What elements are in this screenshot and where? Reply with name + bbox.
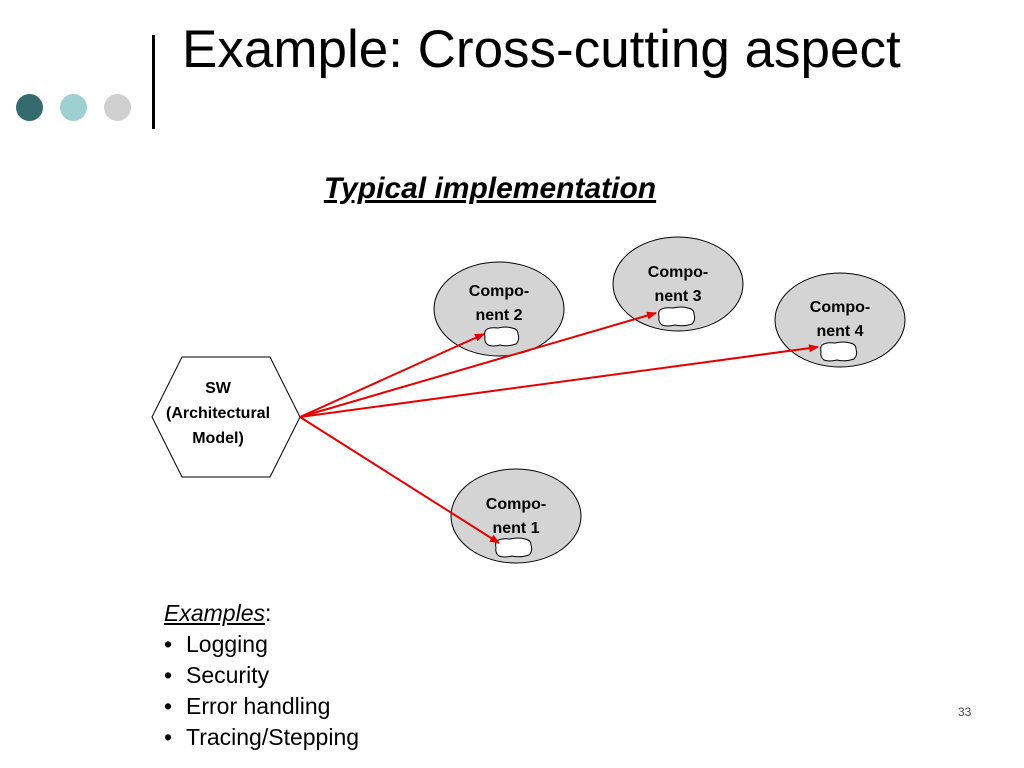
component-3-node: Compo- nent 3	[612, 236, 744, 332]
sw-architectural-model-node: SW (Architectural Model)	[151, 356, 301, 478]
decor-dot-grey	[104, 94, 131, 121]
slide-subtitle: Typical implementation	[323, 172, 657, 205]
examples-heading-colon: :	[264, 600, 272, 626]
list-item: • Error handling	[164, 691, 359, 722]
examples-block: Examples: • Logging • Security • Error hand…	[164, 598, 359, 753]
bullet-icon: •	[164, 631, 173, 657]
bullet-icon: •	[164, 662, 173, 688]
list-item: • Tracing/Stepping	[164, 722, 359, 753]
page-number: 33	[958, 705, 972, 719]
component-2-node: Compo- nent 2	[433, 261, 565, 357]
list-item-label: Error handling	[186, 693, 331, 719]
examples-heading: Examples:	[164, 598, 359, 629]
bullet-icon: •	[164, 693, 173, 719]
component-1-node: Compo- nent 1	[450, 468, 582, 564]
component-2-line-2: nent 2	[475, 307, 522, 324]
arrow-to-component-1	[299, 416, 500, 544]
component-3-ellipse	[612, 236, 744, 332]
source-line-1: SW	[205, 380, 232, 397]
component-1-line-1: Compo-	[486, 496, 546, 513]
decor-dot-dark	[16, 94, 43, 121]
decor-dot-teal	[60, 94, 87, 121]
source-line-2: (Architectural	[166, 405, 270, 422]
arrow-to-component-2	[299, 333, 485, 418]
examples-heading-text: Examples	[164, 600, 265, 626]
list-item-label: Tracing/Stepping	[186, 724, 360, 750]
component-1-ellipse	[450, 468, 582, 564]
component-1-line-2: nent 1	[492, 520, 539, 537]
examples-list: • Logging • Security • Error handling • Trac…	[164, 629, 359, 753]
bullet-icon: •	[164, 724, 173, 750]
arrow-to-component-4	[299, 344, 819, 418]
component-4-line-1: Compo-	[810, 299, 870, 316]
list-item: • Logging	[164, 629, 359, 660]
component-4-ellipse	[774, 272, 906, 368]
component-2-line-1: Compo-	[469, 283, 529, 300]
component-3-cloud-icon	[658, 306, 696, 327]
component-3-line-2: nent 3	[654, 288, 701, 305]
hexagon-shape	[151, 356, 301, 478]
title-divider	[152, 35, 155, 129]
list-item-label: Security	[186, 662, 270, 688]
component-1-cloud-icon	[495, 537, 533, 558]
component-4-cloud-icon	[820, 341, 858, 362]
component-2-ellipse	[433, 261, 565, 357]
slide-title: Example: Cross-cutting aspect	[182, 20, 901, 79]
component-3-line-1: Compo-	[648, 264, 708, 281]
component-4-line-2: nent 4	[816, 323, 863, 340]
component-4-node: Compo- nent 4	[774, 272, 906, 368]
list-item-label: Logging	[186, 631, 268, 657]
component-2-cloud-icon	[484, 326, 520, 347]
arrow-to-component-3	[299, 311, 657, 418]
list-item: • Security	[164, 660, 359, 691]
source-line-3: Model)	[192, 430, 244, 447]
